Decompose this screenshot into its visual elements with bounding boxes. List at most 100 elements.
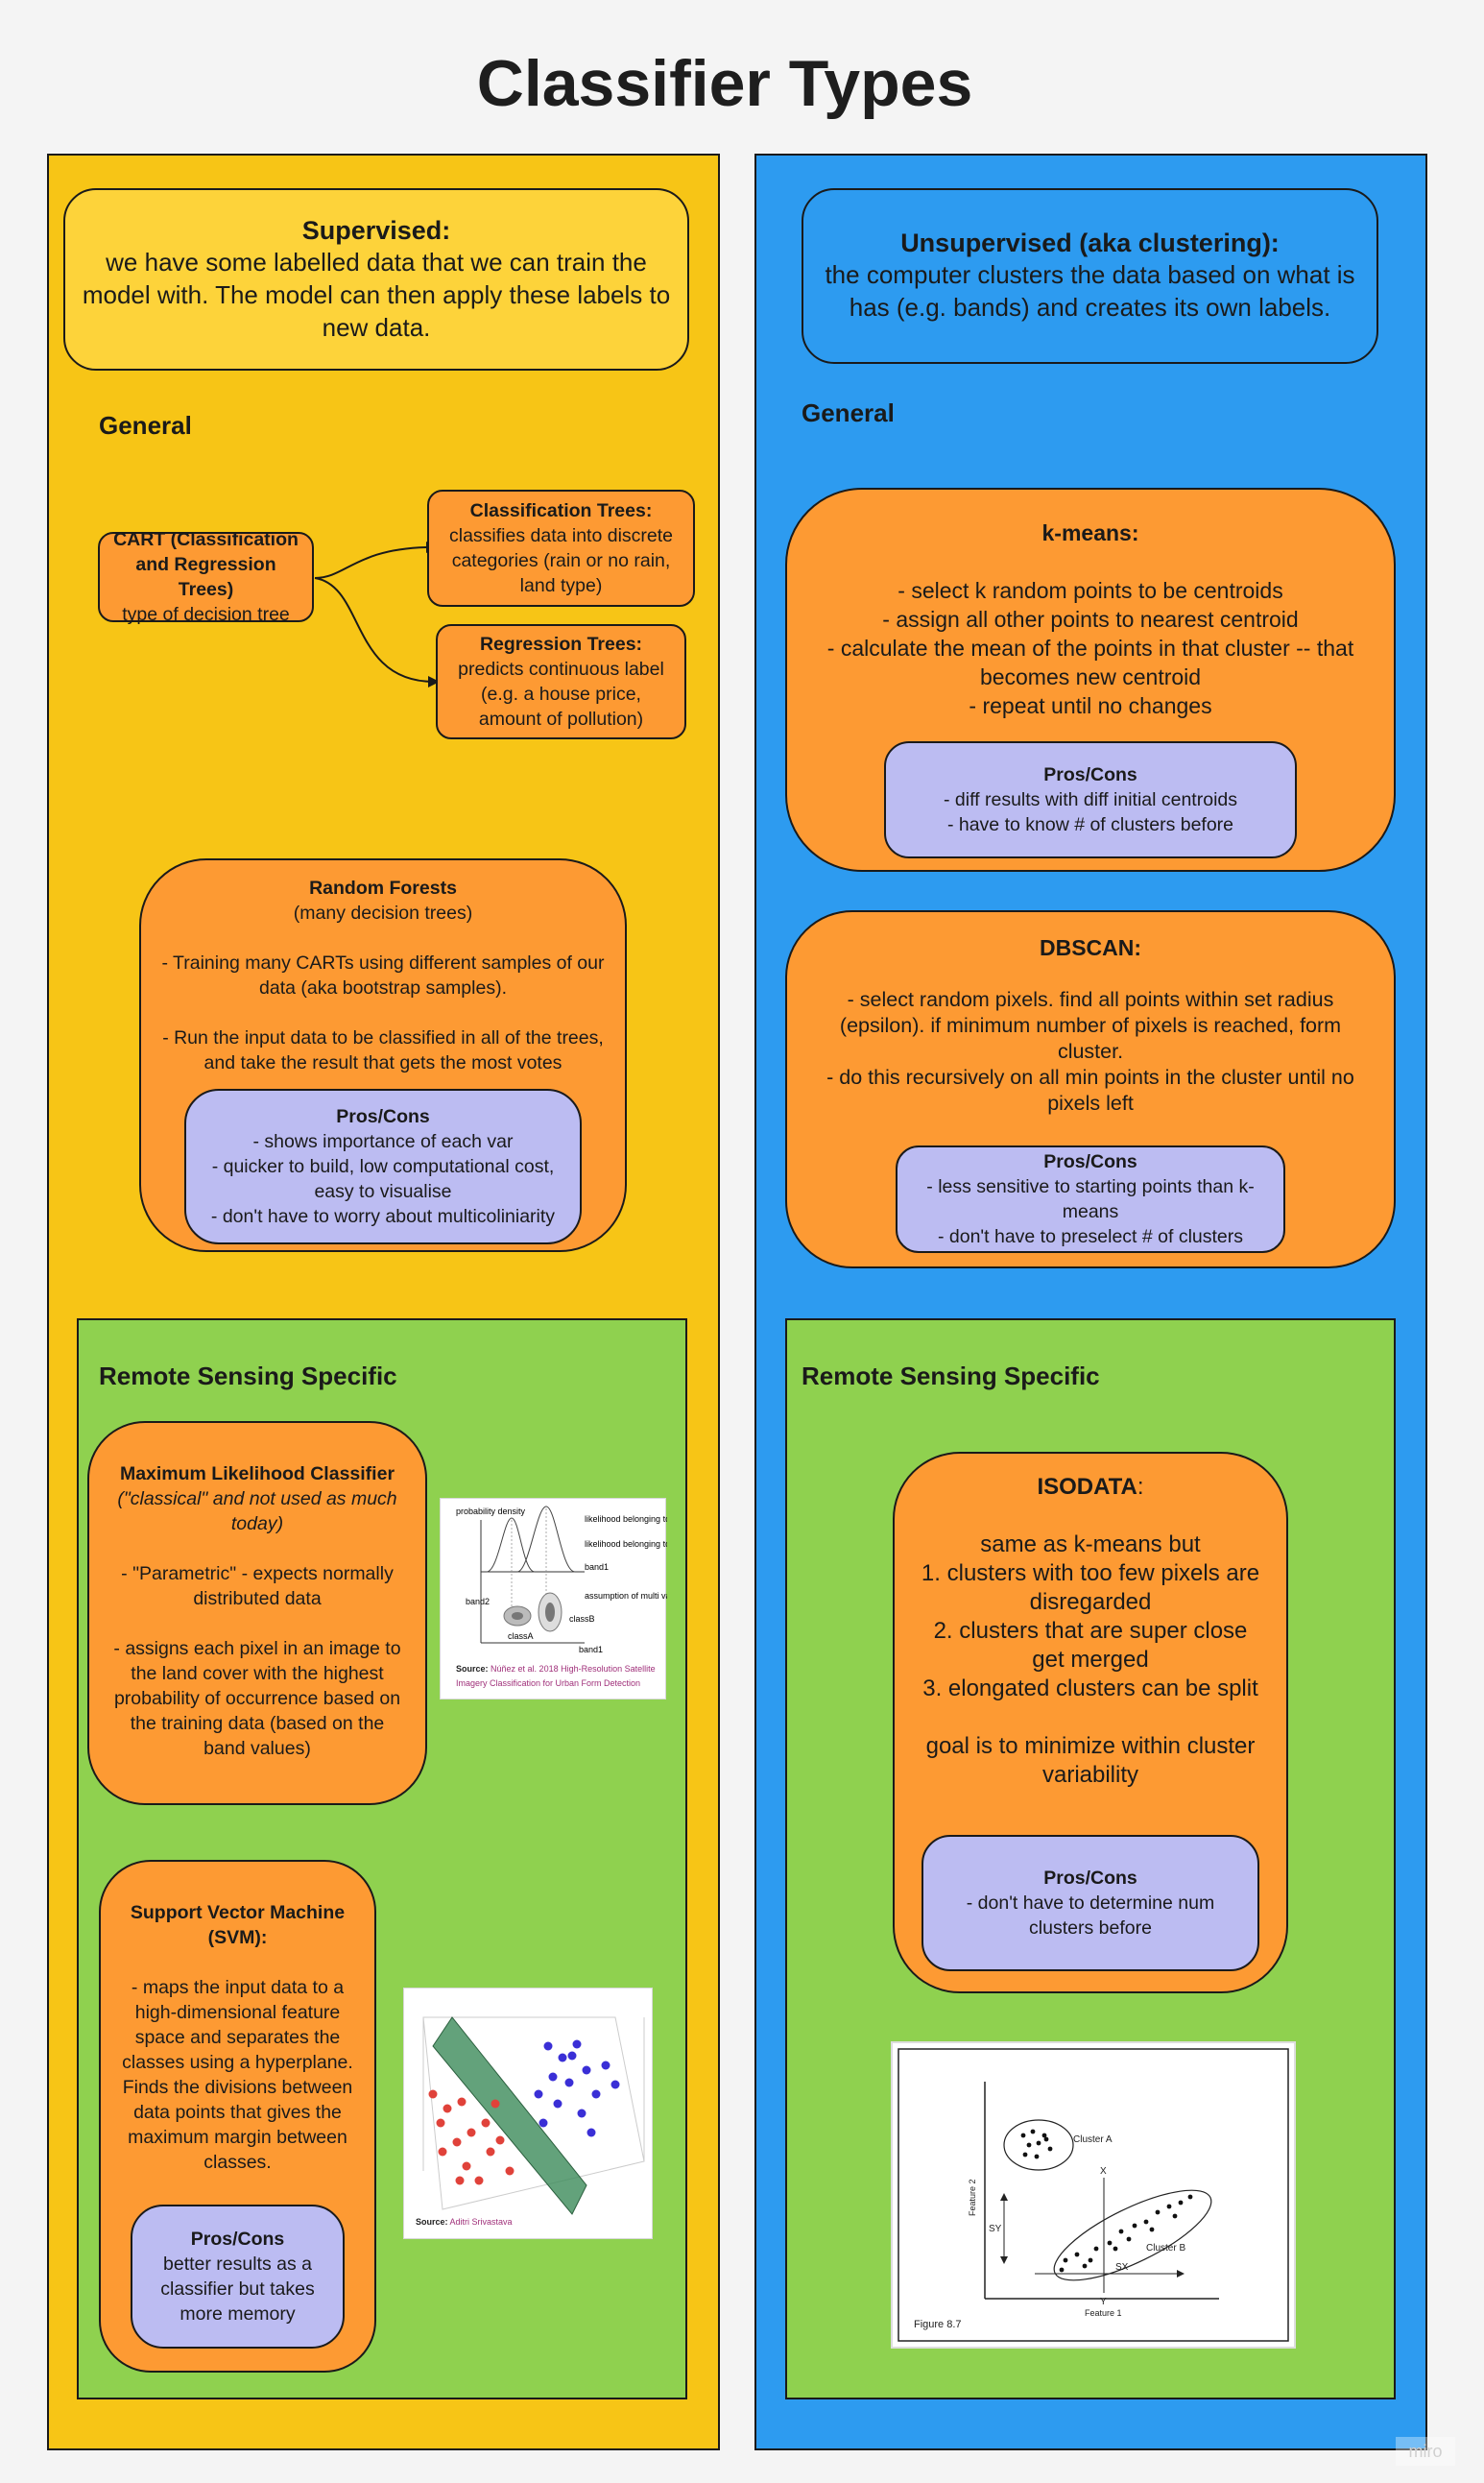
sy-arrow-head-icon [1000, 2193, 1008, 2201]
mlc-title: Maximum Likelihood Classifier [119, 1463, 395, 1484]
isodata-title-suffix: : [1137, 1474, 1144, 1500]
pros-cons-text: - less sensitive to starting points than… [926, 1176, 1255, 1247]
svm-point-blue [534, 2089, 543, 2099]
pros-cons-title: Pros/Cons [1043, 1151, 1137, 1172]
regression-trees-title: Regression Trees: [479, 634, 643, 655]
cluster-a-point [1041, 2133, 1047, 2138]
isodata-text: same as k-means but 1. clusters with too… [921, 1531, 1260, 1788]
mlc-source-text: Núñez et al. 2018 High-Resolution Satell… [456, 1664, 656, 1688]
dbscan-text: - select random pixels. find all points … [826, 988, 1354, 1115]
sx-arrow-head-icon [1177, 2270, 1185, 2278]
cluster-b-point [1166, 2204, 1172, 2209]
unsupervised-general-label: General [802, 398, 895, 427]
svm-point-blue [553, 2099, 562, 2109]
cart-box: CART (Classification and Regression Tree… [98, 529, 314, 625]
pros-cons-text: better results as a classifier but takes… [160, 2254, 315, 2325]
cluster-a-label: Cluster A [1073, 2134, 1113, 2145]
svm-point-blue [577, 2109, 586, 2118]
unsupervised-title: Unsupervised (aka clustering): [900, 229, 1280, 257]
svm-point-blue [564, 2078, 574, 2087]
cluster-b-point [1082, 2263, 1088, 2269]
sy-label: SY [989, 2224, 1002, 2234]
cart-connectors [314, 542, 440, 687]
svm-point-red [462, 2161, 471, 2171]
supervised-header: Supervised: we have some labelled data t… [63, 188, 689, 371]
kmeans-text: - select k random points to be centroids… [826, 578, 1354, 718]
isodata-figure: Cluster A Cluster B Feature 1 Feature 2 … [891, 2041, 1296, 2349]
mlc-box: Maximum Likelihood Classifier ("classica… [87, 1421, 427, 1805]
pros-cons-text: - shows importance of each var - quicker… [210, 1131, 556, 1227]
svm-hyperplane [432, 2016, 587, 2215]
svm-point-blue [567, 2051, 577, 2061]
pros-cons-title: Pros/Cons [190, 2229, 285, 2250]
connector-to-classification [314, 546, 427, 579]
mlc-subtitle: ("classical" and not used as much today) [117, 1488, 397, 1534]
svm-figure: Source: Aditri Srivastava [403, 1988, 653, 2239]
arrow-head-icon [428, 676, 440, 687]
cluster-b-point [1132, 2223, 1137, 2229]
figure-caption: Figure 8.7 [914, 2319, 962, 2330]
isodata-title: ISODATA [1037, 1474, 1137, 1500]
feature2-label: Feature 2 [968, 2179, 977, 2216]
watermark-logo: miro [1396, 2437, 1455, 2466]
cluster-b-point [1172, 2213, 1178, 2219]
svm-point-red [467, 2128, 476, 2137]
feature1-label: Feature 1 [1085, 2308, 1122, 2318]
sy-arrow-head-icon [1000, 2256, 1008, 2264]
pros-cons-title: Pros/Cons [336, 1106, 430, 1127]
random-forests-pros-cons: Pros/Cons - shows importance of each var… [184, 1089, 582, 1244]
cluster-a-point [1022, 2152, 1028, 2158]
svm-point-blue [572, 2039, 582, 2049]
cluster-b-point [1093, 2246, 1099, 2252]
kmeans-pros-cons: Pros/Cons - diff results with diff initi… [884, 741, 1297, 858]
svm-point-blue [539, 2118, 548, 2128]
cluster-a-point [1030, 2129, 1036, 2134]
svm-point-blue [586, 2128, 596, 2137]
cluster-b-point [1088, 2257, 1093, 2263]
cluster-a-point [1034, 2154, 1040, 2159]
unsupervised-header: Unsupervised (aka clustering): the compu… [802, 188, 1378, 364]
pros-cons-title: Pros/Cons [1043, 1868, 1137, 1889]
mlc-source-label: Source: [456, 1664, 489, 1674]
svm-diagram [422, 2016, 645, 2215]
y-label: Y [1100, 2297, 1107, 2307]
cluster-b-point [1107, 2240, 1113, 2246]
supervised-remote-sensing-label: Remote Sensing Specific [99, 1362, 397, 1390]
regression-trees-box: Regression Trees: predicts continuous la… [436, 624, 686, 739]
cluster-b-point [1143, 2219, 1149, 2225]
connector-to-regression [314, 577, 435, 683]
svm-source-text: Aditri Srivastava [449, 2217, 513, 2227]
svm-point-red [457, 2097, 467, 2107]
mlc-label-class-a: likelihood belonging to class A: small [585, 1539, 667, 1549]
isodata-diagram: Cluster A Cluster B Feature 1 Feature 2 … [898, 2048, 1289, 2342]
sx-label: SX [1115, 2262, 1129, 2273]
cluster-b-point [1178, 2200, 1184, 2206]
cluster-a-point [1036, 2140, 1041, 2146]
mlc-label-density: probability density [456, 1507, 526, 1516]
svm-text: - maps the input data to a high-dimensio… [122, 1977, 353, 2173]
isodata-title-row: ISODATA: [1037, 1473, 1143, 1502]
pros-cons-text: - don't have to determine num clusters b… [966, 1892, 1215, 1939]
dbscan-pros-cons: Pros/Cons - less sensitive to starting p… [896, 1145, 1285, 1253]
mlc-label-classb: classB [569, 1614, 595, 1624]
isodata-pros-cons: Pros/Cons - don't have to determine num … [922, 1835, 1259, 1971]
svm-point-blue [558, 2053, 567, 2062]
cluster-b-point [1059, 2267, 1065, 2273]
svm-point-blue [610, 2080, 620, 2089]
unsupervised-description: the computer clusters the data based on … [825, 260, 1355, 322]
mlc-label-classa: classA [508, 1631, 534, 1641]
mlc-label-band1-top: band1 [585, 1562, 609, 1572]
svm-point-red [495, 2135, 505, 2145]
svm-figure-caption: Source: Aditri Srivastava [416, 2217, 513, 2227]
mlc-label-band2: band2 [466, 1597, 490, 1606]
mlc-label-assumption: assumption of multi variate normal distr… [585, 1591, 667, 1601]
cluster-b-point [1149, 2227, 1155, 2232]
cluster-b-point [1074, 2252, 1080, 2257]
cluster-a-point [1026, 2142, 1032, 2148]
cluster-a-point [1020, 2133, 1026, 2138]
supervised-title: Supervised: [301, 215, 451, 245]
cluster-b-point [1118, 2229, 1124, 2234]
svm-point-blue [543, 2041, 553, 2051]
mlc-label-band1-bottom: band1 [579, 1645, 603, 1654]
dbscan-title: DBSCAN: [1039, 935, 1142, 960]
